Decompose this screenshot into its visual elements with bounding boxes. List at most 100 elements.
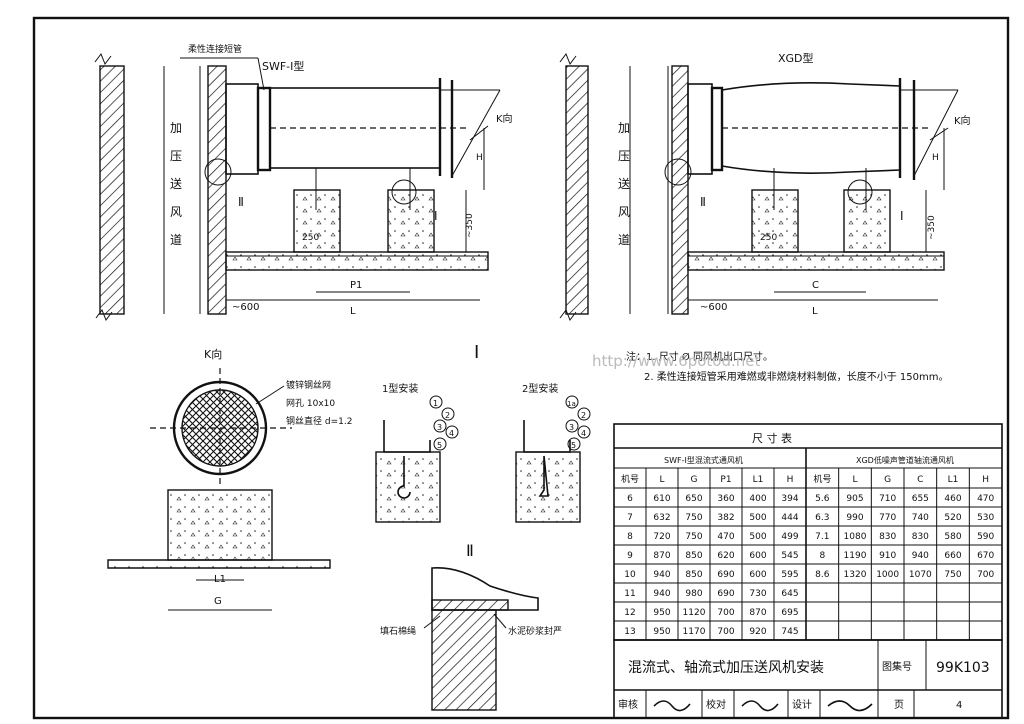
- swf-type-label: SWF-Ⅰ型: [262, 59, 304, 73]
- table-cell: 520: [944, 513, 961, 523]
- table-cell: 470: [717, 532, 734, 542]
- table-cell: 750: [685, 513, 702, 523]
- k-view-base: [167, 489, 273, 561]
- page-number: 4: [956, 700, 962, 711]
- type1-label: 1型安装: [382, 382, 418, 395]
- table-cell: 530: [977, 513, 994, 523]
- table-cell: 11: [624, 589, 635, 599]
- table-cell: 950: [653, 627, 670, 637]
- duct-label-char: 压: [170, 149, 182, 163]
- page-label: 页: [894, 699, 904, 711]
- table-cell: 980: [685, 589, 702, 599]
- detail-i-callout: Ⅰ: [900, 209, 904, 223]
- table-cell: 8: [819, 551, 825, 561]
- table-cell: 660: [944, 551, 961, 561]
- table-cell: 1070: [909, 570, 932, 580]
- detail-ii-callout: Ⅱ: [238, 195, 244, 209]
- watermark: http://www.6potod.net: [592, 352, 760, 370]
- dim-600: ~600: [700, 302, 727, 313]
- h-dim-label: H: [476, 153, 483, 163]
- detail-i: Ⅰ 1型安装 2型安装 1 2 3 4 5 1a 2 3 4 5: [375, 342, 591, 523]
- table-cell: 670: [977, 551, 994, 561]
- table-col-header: L1: [753, 475, 764, 485]
- table-col-header: P1: [720, 475, 731, 485]
- floor-slab: [225, 251, 489, 271]
- table-cell: 920: [749, 627, 766, 637]
- right-installation-view: 加 压 送 风 道 XGD型 K向 H Ⅱ Ⅰ ~350 250 C: [559, 51, 971, 322]
- callout-3: 3: [569, 423, 574, 432]
- table-cell: 870: [749, 608, 766, 618]
- duct-label-char: 送: [170, 176, 182, 191]
- table-cell: 6.3: [815, 513, 829, 523]
- flex-pipe-label: 柔性连接短管: [188, 43, 242, 55]
- table-col-header: 机号: [813, 473, 831, 485]
- atlas-number: 99K103: [936, 660, 990, 676]
- atlas-label: 图集号: [882, 660, 912, 673]
- wall-right: [207, 65, 227, 315]
- detail-ii-callout: Ⅱ: [700, 195, 706, 209]
- table-cell: 750: [944, 570, 961, 580]
- dim-350: ~350: [465, 213, 475, 238]
- signature: [741, 700, 779, 712]
- table-cell: 700: [977, 570, 994, 580]
- table-cell: 12: [624, 608, 635, 618]
- check-label: 校对: [706, 698, 726, 711]
- mesh-hole: 网孔 10x10: [286, 398, 335, 409]
- table-col-header: 机号: [621, 473, 639, 485]
- table-cell: 400: [749, 494, 766, 504]
- wall-section: [431, 609, 497, 711]
- duct-label-char: 压: [618, 149, 630, 163]
- table-cell: 500: [749, 532, 766, 542]
- table-col-header: L: [659, 475, 664, 485]
- table-cell: 8.6: [815, 570, 830, 580]
- callout-2: 2: [581, 411, 586, 420]
- dim-600: ~600: [232, 302, 259, 313]
- table-col-header: G: [884, 475, 891, 485]
- callout-5: 5: [437, 441, 442, 450]
- table-cell: 940: [653, 589, 670, 599]
- table-cell: 10: [624, 570, 636, 580]
- table-cell: 870: [653, 551, 670, 561]
- table-cell: 1320: [844, 570, 867, 580]
- table-cell: 700: [717, 627, 734, 637]
- table-cell: 394: [781, 494, 798, 504]
- type2-label: 2型安装: [522, 382, 558, 395]
- table-cell: 850: [685, 570, 702, 580]
- table-cell: 5.6: [815, 494, 830, 504]
- callout-2: 2: [445, 411, 450, 420]
- callout-4: 4: [449, 429, 454, 438]
- table-cell: 750: [685, 532, 702, 542]
- table-cell: 690: [717, 570, 734, 580]
- table-cell: 1190: [844, 551, 867, 561]
- table-cell: 500: [749, 513, 766, 523]
- table-cell: 710: [879, 494, 896, 504]
- table-col-header: H: [787, 475, 794, 485]
- table-cell: 470: [977, 494, 994, 504]
- table-col-header: L: [852, 475, 857, 485]
- table-cell: 990: [846, 513, 863, 523]
- table-cell: 8: [627, 532, 633, 542]
- table-cell: 655: [912, 494, 929, 504]
- floor-slab: [687, 251, 945, 271]
- signature: [653, 700, 691, 712]
- table-cell: 745: [781, 627, 798, 637]
- sheet-frame: [32, 16, 1010, 720]
- table-cell: 444: [781, 513, 798, 523]
- note-line-1: 注：1. 尺寸 Ø 同风机出口尺寸。: [626, 350, 773, 363]
- table-cell: 940: [653, 570, 670, 580]
- k-direction-view: K向 镀锌钢丝网 网孔 10x10 钢丝直径 d=1.2 L1 G: [107, 347, 352, 611]
- table-cell: 720: [653, 532, 670, 542]
- table-cell: 950: [653, 608, 670, 618]
- flexible-pipe: [431, 567, 539, 611]
- table-cell: 620: [717, 551, 734, 561]
- table-cell: 1170: [683, 627, 706, 637]
- callout-3: 3: [437, 423, 442, 432]
- table-cell: 905: [846, 494, 863, 504]
- callout-1: 1: [433, 399, 438, 408]
- type2-base: [515, 451, 581, 523]
- table-cell: 590: [977, 532, 994, 542]
- wall: [99, 65, 125, 315]
- table-col-header: C: [917, 475, 923, 485]
- table-cell: 595: [781, 570, 798, 580]
- table-cell: 910: [879, 551, 896, 561]
